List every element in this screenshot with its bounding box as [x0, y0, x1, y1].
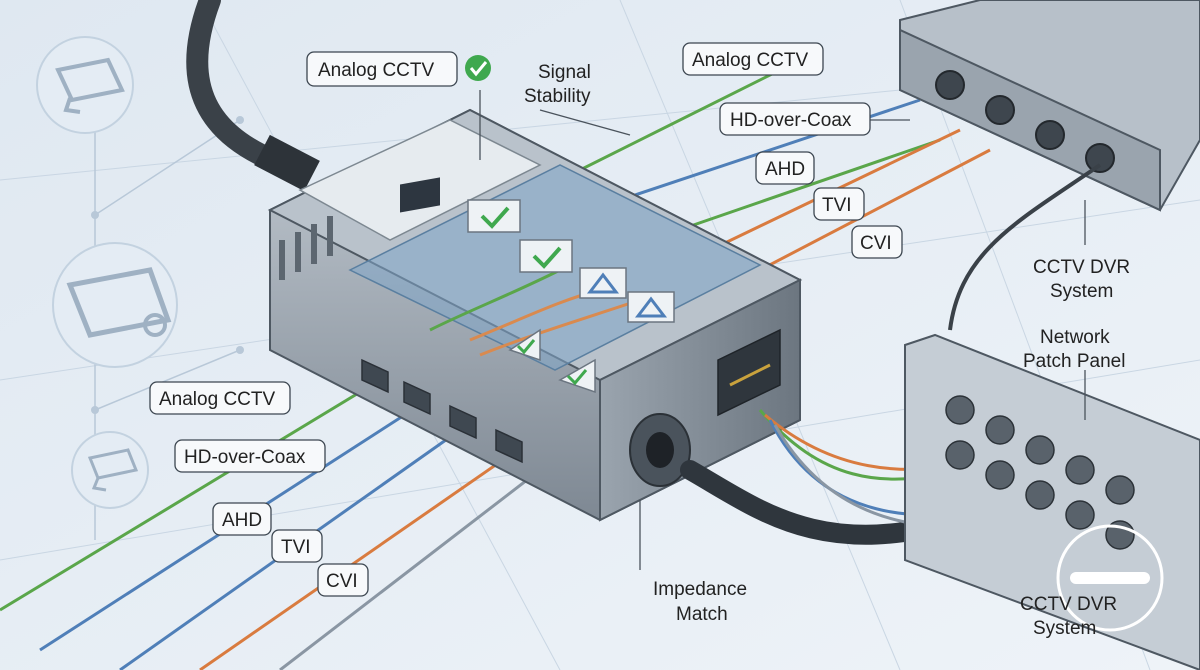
checkmark-icon — [508, 328, 596, 394]
label-patch-panel-1: Network — [1040, 327, 1110, 348]
label-dvr-top-1: CCTV DVR — [1033, 257, 1130, 278]
label-impedance-2: Match — [676, 604, 728, 625]
signal-chip — [579, 267, 675, 323]
svg-text:Analog CCTV: Analog CCTV — [318, 60, 434, 81]
leader-lines — [479, 90, 1086, 570]
label-ahd-left: AHD — [212, 502, 272, 536]
vent-slots — [279, 216, 333, 280]
label-dvr-bottom-2: System — [1033, 618, 1096, 639]
svg-text:AHD: AHD — [222, 510, 262, 531]
label-hd-over-coax-top: HD-over-Coax — [719, 102, 871, 136]
label-tvi-left: TVI — [271, 529, 323, 563]
checkmark-icon — [519, 239, 573, 273]
svg-text:HD-over-Coax: HD-over-Coax — [730, 110, 852, 131]
label-tvi-top: TVI — [813, 187, 865, 221]
svg-text:Analog CCTV: Analog CCTV — [159, 389, 275, 410]
balun-device — [267, 108, 803, 522]
checkmark-icon — [467, 199, 521, 233]
label-hd-over-coax-left: HD-over-Coax — [174, 439, 326, 473]
camera-network — [36, 36, 244, 540]
patch-panel — [904, 333, 1200, 670]
label-impedance-1: Impedance — [653, 579, 747, 600]
camera-icon — [71, 431, 149, 509]
label-cvi-left: CVI — [317, 563, 369, 597]
checkmark-icon — [465, 55, 491, 81]
balun-logo-icon — [1056, 524, 1164, 632]
label-signal-stability-2: Stability — [524, 86, 591, 107]
svg-text:CVI: CVI — [326, 571, 358, 592]
label-analog-cctv-left: Analog CCTV — [149, 381, 291, 415]
label-cvi-top: CVI — [851, 225, 903, 259]
front-ports — [361, 358, 523, 464]
svg-text:TVI: TVI — [281, 537, 311, 558]
svg-text:CVI: CVI — [860, 233, 892, 254]
label-dvr-bottom-1: CCTV DVR — [1020, 594, 1117, 615]
circuit-board — [400, 177, 641, 357]
label-ahd-top: AHD — [755, 151, 815, 185]
power-cable-strain-relief — [254, 134, 320, 192]
label-patch-panel-2: Patch Panel — [1023, 351, 1125, 372]
svg-text:AHD: AHD — [765, 159, 805, 180]
dvr-cable — [948, 163, 1102, 331]
svg-text:Analog CCTV: Analog CCTV — [692, 50, 808, 71]
svg-text:TVI: TVI — [822, 195, 852, 216]
dvr-unit-top — [899, 0, 1200, 212]
label-analog-cctv-top-left: Analog CCTV — [306, 51, 458, 87]
label-dvr-top-2: System — [1050, 281, 1113, 302]
svg-text:HD-over-Coax: HD-over-Coax — [184, 447, 306, 468]
camera-icon — [36, 36, 134, 134]
rj45-jack-icon — [717, 328, 781, 417]
label-signal-stability-1: Signal — [538, 62, 591, 83]
label-analog-cctv-top-right: Analog CCTV — [682, 42, 824, 76]
bnc-connector-icon — [629, 413, 691, 487]
camera-icon — [52, 242, 178, 368]
